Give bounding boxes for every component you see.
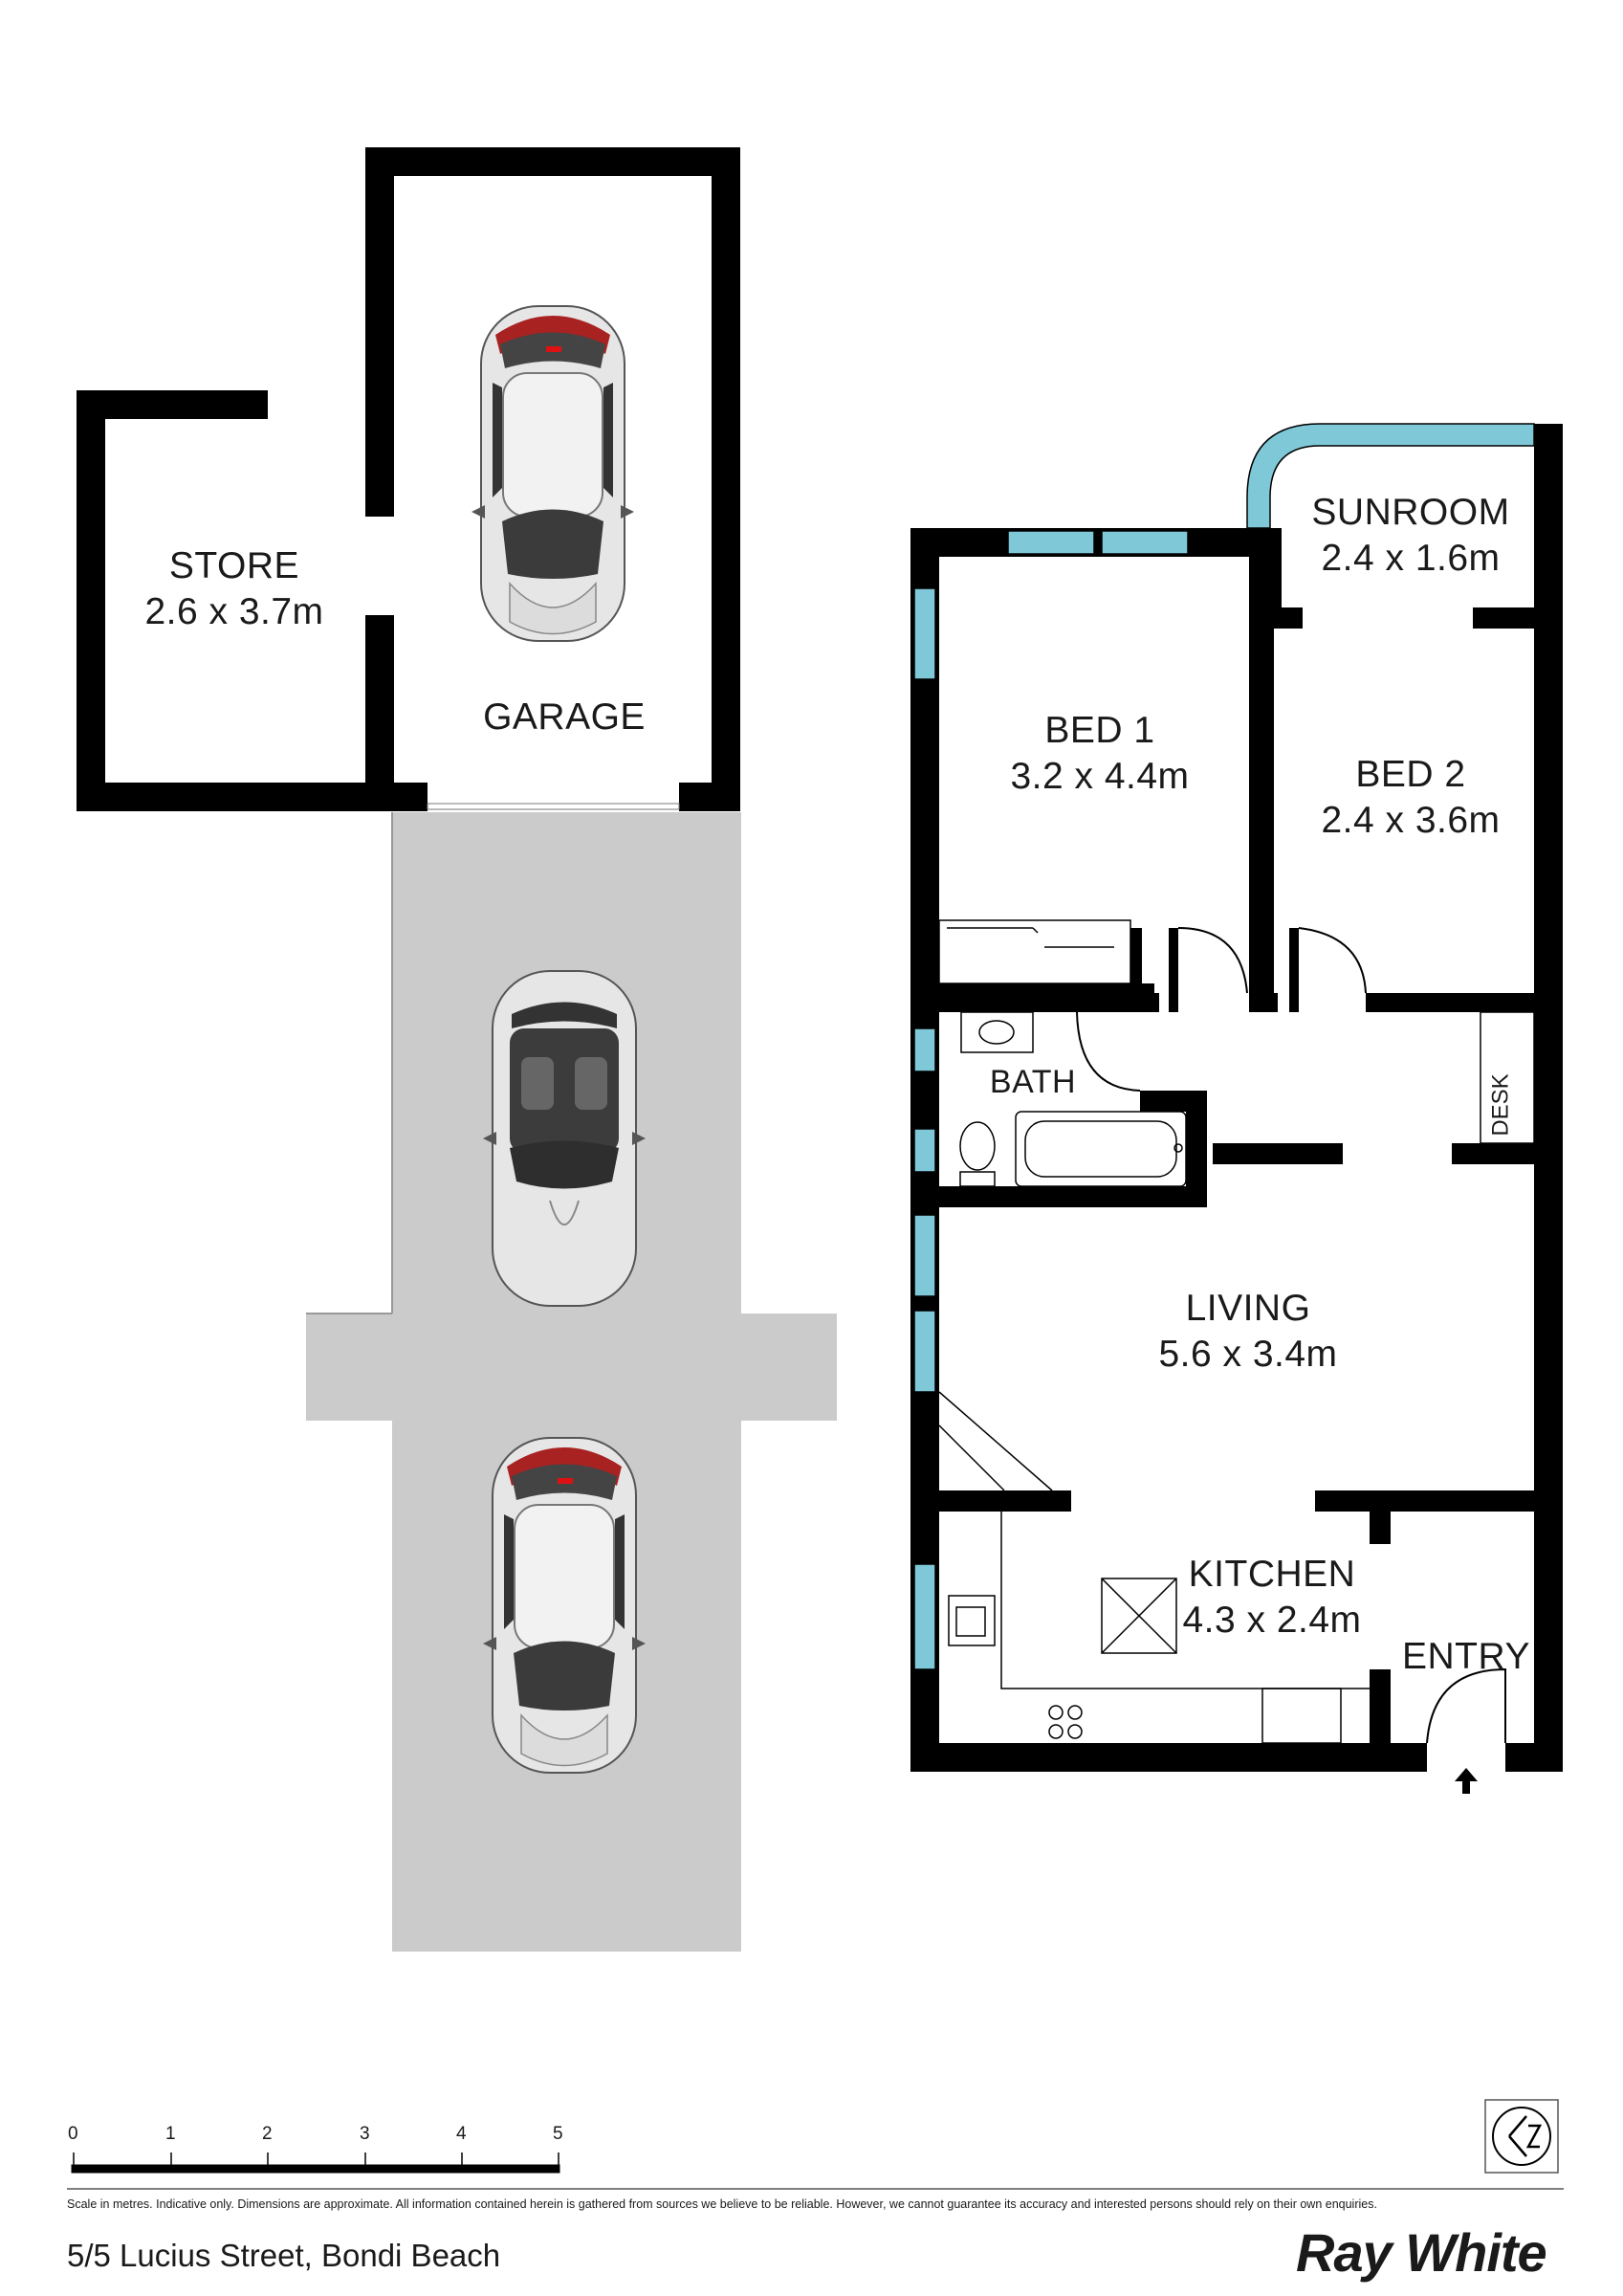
scale-tick-label: 1 <box>165 2124 176 2144</box>
room-name: LIVING <box>1185 1288 1311 1329</box>
entry-label: ENTRY <box>1394 1634 1538 1680</box>
bed1-label: BED 1 3.2 x 4.4m <box>985 708 1215 800</box>
room-dimensions: 2.6 x 3.7m <box>144 591 324 632</box>
room-name: KITCHEN <box>1188 1554 1356 1595</box>
desk-label: DESK <box>1487 1067 1516 1143</box>
kitchen-label: KITCHEN 4.3 x 2.4m <box>1152 1552 1392 1644</box>
room-name: SUNROOM <box>1311 492 1510 533</box>
windows <box>913 423 1535 1670</box>
bed2-label: BED 2 2.4 x 3.6m <box>1296 752 1525 844</box>
room-name: STORE <box>168 545 300 586</box>
room-name: BATH <box>989 1064 1077 1100</box>
property-address: 5/5 Lucius Street, Bondi Beach <box>67 2238 501 2273</box>
garage-walls <box>77 147 740 811</box>
desk-outline <box>1480 1011 1535 1144</box>
room-name: DESK <box>1488 1073 1515 1137</box>
room-dimensions: 2.4 x 1.6m <box>1321 538 1501 579</box>
car-in-garage <box>471 305 635 642</box>
room-dimensions: 5.6 x 3.4m <box>1158 1334 1338 1375</box>
scale-tick-label: 2 <box>262 2124 273 2144</box>
living-diagonal <box>938 1391 1053 1491</box>
brand-logo: Ray White <box>1296 2222 1547 2283</box>
bath-label: BATH <box>966 1059 1100 1105</box>
scale-bar <box>71 2152 560 2174</box>
garage-door-opening <box>427 803 680 810</box>
entry-arrow-icon <box>1455 1768 1478 1794</box>
scale-tick-label: 3 <box>360 2124 370 2144</box>
scale-tick-label: 5 <box>553 2124 563 2144</box>
room-name: BED 1 <box>1044 710 1155 751</box>
garage-label: GARAGE <box>450 695 679 740</box>
room-dimensions: 4.3 x 2.4m <box>1182 1600 1362 1641</box>
disclaimer-text: Scale in metres. Indicative only. Dimens… <box>67 2197 1377 2211</box>
room-name: GARAGE <box>483 696 646 738</box>
car-convertible <box>482 970 647 1307</box>
north-arrow-compass-icon <box>1484 2099 1559 2174</box>
room-dimensions: 2.4 x 3.6m <box>1321 800 1501 841</box>
room-dimensions: 3.2 x 4.4m <box>1010 756 1190 797</box>
sunroom-label: SUNROOM 2.4 x 1.6m <box>1291 490 1530 582</box>
car-on-driveway <box>482 1437 647 1774</box>
living-label: LIVING 5.6 x 3.4m <box>1129 1286 1368 1378</box>
scale-tick-label: 4 <box>456 2124 467 2144</box>
kitchen-fixtures <box>948 1512 1370 1744</box>
bath-fixtures <box>959 1011 1187 1187</box>
room-name: ENTRY <box>1402 1636 1530 1677</box>
store-label: STORE 2.6 x 3.7m <box>124 543 344 635</box>
scale-tick-label: 0 <box>68 2124 78 2144</box>
wardrobe <box>938 919 1131 984</box>
room-name: BED 2 <box>1355 754 1466 795</box>
doors <box>1076 927 1506 1744</box>
